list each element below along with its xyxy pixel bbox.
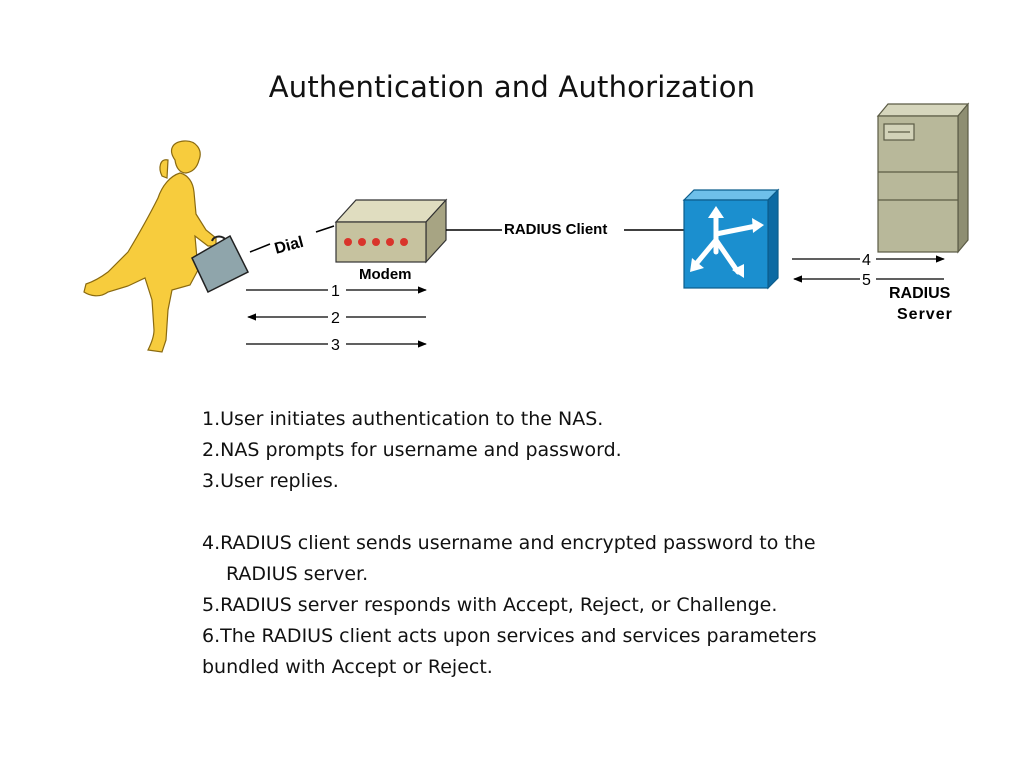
- arrow-step-4: 4: [792, 252, 945, 269]
- arrow-label-4: 4: [862, 252, 871, 269]
- modem-leds: [344, 238, 408, 246]
- arrow-label-1: 1: [331, 283, 340, 300]
- step-4-continued: RADIUS server.: [226, 563, 369, 585]
- radius-server-label: RADIUS: [889, 285, 951, 302]
- briefcase-icon: [191, 234, 250, 294]
- radius-server-label-2: Server: [897, 306, 953, 323]
- arrow-label-3: 3: [331, 337, 340, 354]
- step-6-continued: bundled with Accept or Reject.: [202, 656, 493, 678]
- radius-client-label: RADIUS Client: [504, 221, 607, 238]
- server-icon: [876, 102, 970, 254]
- page-title: Authentication and Authorization: [268, 70, 756, 104]
- dial-connector: [249, 243, 271, 253]
- step-4: 4.RADIUS client sends username and encry…: [202, 532, 816, 554]
- arrow-label-2: 2: [331, 310, 340, 327]
- step-1: 1.User initiates authentication to the N…: [202, 408, 604, 430]
- arrow-step-5: 5: [793, 272, 944, 289]
- user-figure-icon: [83, 140, 217, 353]
- dial-connector-2: [315, 225, 335, 233]
- modem-label: Modem: [359, 266, 412, 283]
- step-6: 6.The RADIUS client acts upon services a…: [202, 625, 817, 647]
- step-3: 3.User replies.: [202, 470, 339, 492]
- step-2: 2.NAS prompts for username and password.: [202, 439, 622, 461]
- step-5: 5.RADIUS server responds with Accept, Re…: [202, 594, 778, 616]
- dial-label: Dial: [273, 234, 306, 258]
- router-icon: [682, 188, 780, 290]
- arrow-label-5: 5: [862, 272, 871, 289]
- arrow-step-3: 3: [246, 337, 427, 354]
- steps-gap: [202, 497, 902, 528]
- modem-icon: [334, 198, 448, 264]
- arrow-step-2: 2: [247, 310, 426, 327]
- arrow-step-1: 1: [246, 283, 427, 300]
- steps-list: 1.User initiates authentication to the N…: [202, 404, 902, 683]
